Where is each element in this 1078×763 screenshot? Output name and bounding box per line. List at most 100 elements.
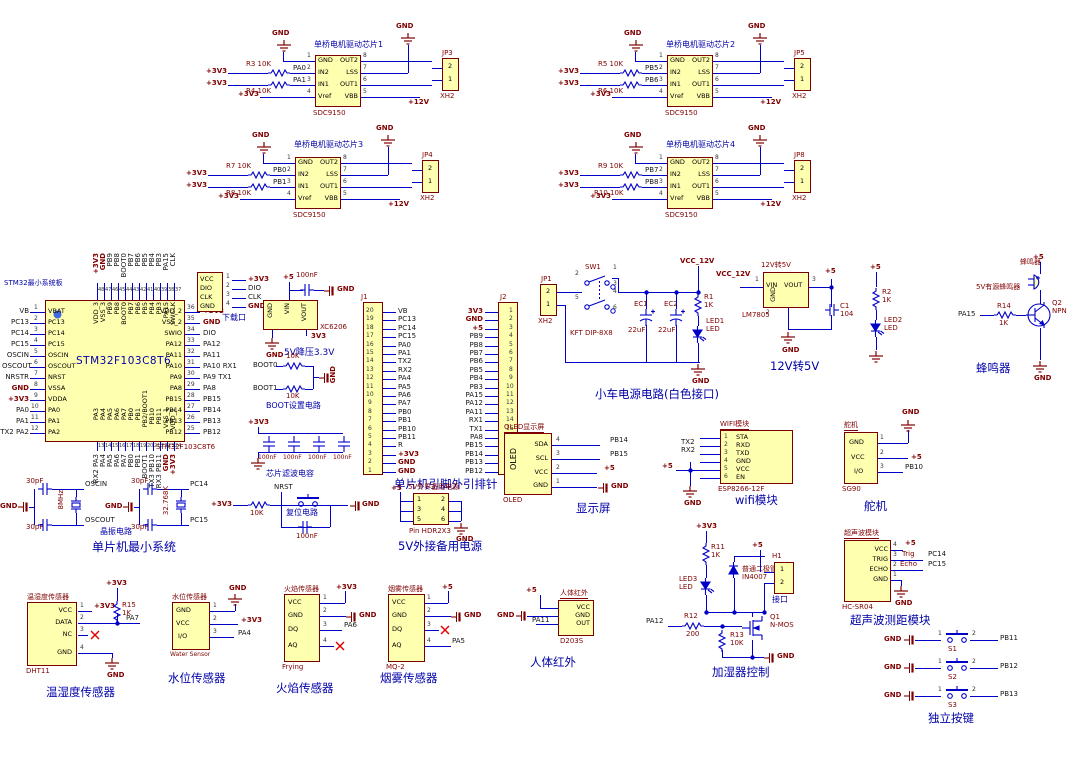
power-switch[interactable] (582, 298, 612, 310)
pin1-marker-icon (53, 310, 62, 319)
water-sensor[interactable] (172, 602, 210, 650)
wire (485, 346, 498, 347)
motor-driver-3-ic[interactable] (295, 157, 341, 209)
wire (485, 362, 498, 363)
wire (30, 433, 45, 434)
label: PB14 (465, 450, 483, 458)
wire (361, 97, 420, 98)
label: SDA (534, 440, 548, 448)
wire (361, 61, 432, 62)
reset-button[interactable] (295, 494, 321, 508)
connector-jp8[interactable] (794, 160, 811, 193)
label: GND (1034, 374, 1052, 382)
label: VCC (288, 598, 302, 606)
label: DQ (392, 625, 403, 633)
wire (915, 696, 941, 697)
connector-jp5[interactable] (794, 58, 811, 91)
label: +3V3 (7, 395, 29, 403)
resistor-icon (871, 288, 881, 310)
label: Q2 (1052, 299, 1062, 307)
stm32-mcu[interactable] (45, 300, 185, 442)
label: +5 (442, 583, 453, 591)
label: VSS_2 (161, 318, 182, 326)
key-s1[interactable] (944, 630, 970, 644)
label: 1K (711, 551, 721, 559)
wire (485, 371, 498, 372)
xc6206-regulator[interactable] (263, 300, 318, 330)
power-switch[interactable] (582, 274, 612, 286)
label: 4 (659, 88, 663, 95)
label: 18 (133, 443, 140, 449)
label: 2 (368, 458, 372, 465)
wire (383, 337, 396, 338)
label: GND (272, 29, 290, 37)
key-s2[interactable] (944, 658, 970, 672)
wire (263, 154, 264, 163)
label: BOOT0 (253, 361, 278, 369)
dht11[interactable] (27, 602, 77, 666)
swd-header[interactable] (197, 272, 223, 312)
connector-jp3[interactable] (442, 58, 459, 91)
wire (30, 312, 45, 313)
hc-sr04-module[interactable] (844, 540, 891, 602)
label: C1 (840, 302, 850, 310)
label: +5 (911, 453, 922, 461)
label: PA1 (48, 417, 61, 425)
wire (185, 312, 200, 313)
label: 4 (724, 457, 728, 464)
wire (1040, 328, 1041, 360)
ground-icon (690, 364, 706, 377)
label: GND (398, 458, 416, 466)
motor-driver-4-ic[interactable] (667, 157, 713, 209)
label: SDC9150 (313, 109, 346, 117)
backup-power-header[interactable] (413, 493, 449, 525)
label: 2 (972, 630, 976, 637)
label: PA5 (398, 383, 412, 391)
wire (30, 422, 45, 423)
wire (485, 379, 498, 380)
label: 7 (343, 166, 347, 173)
breakout-header-j1[interactable] (363, 302, 383, 475)
label: 1K (122, 609, 132, 617)
capacitor-icon (300, 283, 314, 297)
label: 温湿度传感器 (46, 685, 115, 699)
oled-module[interactable] (504, 433, 552, 495)
label: 2 (780, 578, 785, 586)
wire (289, 290, 303, 291)
wire (78, 635, 88, 636)
label: 2 (213, 615, 217, 622)
ground-icon (752, 33, 768, 46)
mq2-sensor[interactable] (388, 594, 425, 662)
humidifier-connector[interactable] (774, 562, 794, 594)
key-s3[interactable] (944, 686, 970, 700)
esp8266-module[interactable] (720, 430, 793, 484)
power-connector-jp1[interactable] (540, 284, 557, 316)
wire (700, 462, 720, 463)
connector-jp4[interactable] (422, 160, 439, 193)
label: +3V3 (696, 522, 718, 530)
label: 3 (659, 76, 663, 83)
wire (30, 323, 45, 324)
label: GND (533, 481, 548, 489)
label: PA10 RX1 (203, 362, 237, 370)
label: IN2 (298, 170, 309, 178)
flame-sensor[interactable] (284, 594, 320, 662)
wire (752, 612, 753, 617)
motor-driver-2-ic[interactable] (667, 55, 713, 107)
wire (139, 442, 140, 451)
resistor-icon (620, 80, 642, 90)
d203s-sensor[interactable] (558, 600, 594, 636)
label: VB (19, 307, 29, 315)
label: 11 (506, 391, 514, 398)
label: 14 (105, 443, 112, 449)
label: PC15 (928, 560, 947, 568)
label: 7 (368, 416, 372, 423)
label: 1 (556, 478, 560, 485)
wire (276, 366, 283, 367)
servo-sg90[interactable] (844, 432, 878, 484)
resistor-icon (268, 80, 290, 90)
label: VBB (324, 194, 338, 202)
motor-driver-1-ic[interactable] (315, 55, 361, 107)
lm7805-regulator[interactable] (763, 272, 809, 308)
